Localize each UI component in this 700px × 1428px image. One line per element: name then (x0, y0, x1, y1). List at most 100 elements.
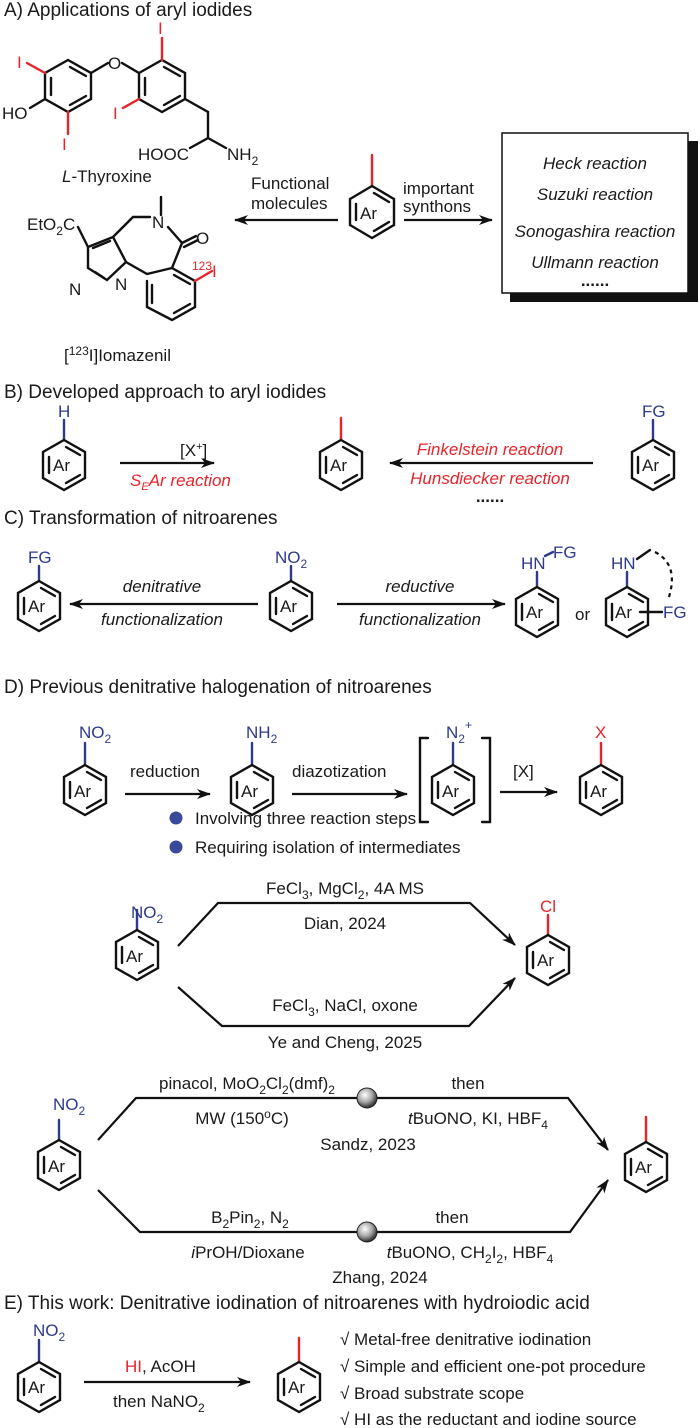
aryl-label: Ar (28, 597, 45, 616)
panel-b: B) Developed approach to aryl iodides H … (4, 382, 676, 506)
aryl-label: Ar (288, 1378, 305, 1397)
reduction-label: reduction (130, 762, 200, 781)
reagent-hi-acoh: HI, AcOH (125, 1357, 196, 1376)
arrow-label-important: important (403, 179, 474, 198)
fg-label: FG (642, 402, 666, 421)
fg-label: FG (663, 603, 687, 622)
aryl-chloride-ring: Cl Ar (525, 897, 571, 987)
zhang-then-label: then (435, 1208, 468, 1227)
sandz-step1-reagents: pinacol, MoO2Cl2(dmf)2 (159, 1074, 335, 1097)
nitro-label: NO2 (131, 903, 164, 926)
aryl-label: Ar (28, 1378, 45, 1397)
ye-cheng-citation: Ye and Cheng, 2025 (268, 1033, 422, 1052)
advantage-one-pot: √ Simple and efficient one-pot procedure (340, 1357, 646, 1376)
advantage-substrate-scope: √ Broad substrate scope (340, 1384, 524, 1403)
nitro-label: NO2 (275, 548, 308, 571)
halide-label: X (595, 723, 606, 742)
hunsdiecker-reaction: Hunsdiecker reaction (410, 469, 570, 488)
panel-a: A) Applications of aryl iodides I HO I O (2, 0, 698, 365)
ullmann-reaction: Ullmann reaction (531, 253, 659, 272)
functionalization-label: functionalization (359, 610, 481, 629)
imidazole-nitrogen-label: N (115, 275, 127, 294)
denitrative-label: denitrative (123, 577, 201, 596)
panel-b-header: B) Developed approach to aryl iodides (4, 382, 326, 403)
panel-e-header: E) This work: Denitrative iodination of … (4, 1293, 590, 1314)
one-pot-node (356, 1221, 378, 1243)
halide-reagent: [X] (513, 762, 534, 781)
aryl-label: Ar (126, 947, 143, 966)
aryl-halide-ring: X Ar (578, 723, 624, 817)
amine-label: NH2 (227, 145, 259, 168)
panel-e: E) This work: Denitrative iodination of … (4, 1293, 646, 1428)
iodine-123-label: I (212, 262, 217, 281)
nitro-label: NO2 (33, 1321, 66, 1344)
aryl-iodide-ring: Ar (623, 1115, 669, 1194)
more-methods-ellipsis: ...... (476, 487, 504, 506)
hydrogen-label: H (58, 402, 70, 421)
ye-cheng-route-arrow (177, 977, 516, 1028)
arrow-label-synthons: synthons (403, 197, 471, 216)
reductive-label: reductive (386, 577, 455, 596)
amine-label: HN (611, 554, 636, 573)
bullet-dot (169, 811, 183, 825)
thyroxine-name: L-Thyroxine (62, 167, 152, 186)
advantage-hi-source: √ HI as the reductant and iodine source (340, 1410, 637, 1428)
functionalized-arene-ring: FG Ar (630, 402, 676, 492)
amine-label: HN (521, 554, 546, 573)
panel-a-header: A) Applications of aryl iodides (4, 0, 252, 21)
electrophile-reagent: [X+] (180, 441, 207, 460)
reagent-nano2: then NaNO2 (113, 1392, 205, 1415)
n-functionalized-aniline-ring: HN FG Ar (514, 543, 577, 639)
nitroarene-ring: NO2 Ar (62, 723, 112, 817)
nitro-label: NO2 (79, 723, 112, 746)
ye-cheng-reagents: FeCl3, NaCl, oxone (272, 996, 418, 1019)
sandz-route-arrow (97, 1096, 609, 1151)
amide-nitrogen-label: N (152, 213, 164, 232)
more-reactions-ellipsis: ...... (581, 271, 609, 290)
reactions-box: Heck reaction Suzuki reaction Sonogashir… (501, 132, 698, 302)
panel-c: C) Transformation of nitroarenes FG Ar d… (4, 508, 687, 639)
fg-label: FG (28, 548, 52, 567)
finkelstein-reaction: Finkelstein reaction (417, 440, 563, 459)
diazotization-label: diazotization (292, 762, 387, 781)
arrow-label-molecules: molecules (251, 194, 328, 213)
aryl-label: Ar (615, 603, 632, 622)
aryl-label: Ar (590, 782, 607, 801)
panel-d: D) Previous denitrative halogenation of … (4, 677, 669, 1287)
aryl-label: Ar (48, 1157, 65, 1176)
panel-d-header: D) Previous denitrative halogenation of … (4, 677, 432, 698)
bullet-three-steps: Involving three reaction steps (195, 809, 416, 828)
aryl-label: Ar (74, 782, 91, 801)
cyclized-aniline-ring: HN Ar FG (604, 548, 687, 639)
aryl-iodide-ring: Ar (348, 153, 396, 240)
carboxyl-label: HOOC (138, 145, 189, 164)
aryl-iodide-ring: Ar (276, 1336, 322, 1414)
iodine-label: I (113, 104, 118, 123)
carbonyl-oxygen-label: O (196, 229, 209, 248)
advantage-metal-free: √ Metal-free denitrative iodination (340, 1330, 591, 1349)
dian-reagents: FeCl3, MgCl2, 4A MS (266, 879, 424, 902)
bullet-isolation: Requiring isolation of intermediates (195, 838, 461, 857)
iodine-label: I (62, 135, 67, 154)
iomazenil-structure: EtO2C N O N N 123 I (27, 195, 217, 322)
iodination-start-ring: NO2 Ar (36, 1095, 86, 1192)
aryl-label: Ar (537, 951, 554, 970)
seAr-reaction-label: SEAr reaction (130, 471, 231, 493)
imidazole-nitrogen-label: N (69, 280, 81, 299)
diazonium-ring: N2+ Ar (418, 718, 492, 824)
nitro-label: NO2 (53, 1095, 86, 1118)
zhang-citation: Zhang, 2024 (332, 1268, 427, 1287)
iodine-label: I (17, 53, 22, 72)
sandz-then-label: then (451, 1074, 484, 1093)
chlorination-start-ring: NO2 Ar (114, 903, 164, 982)
nitroarene-ring: NO2 Ar (16, 1321, 66, 1414)
diazonium-label: N2+ (446, 718, 472, 746)
heck-reaction: Heck reaction (543, 154, 647, 173)
iomazenil-name: [123I]Iomazenil (64, 344, 171, 365)
arene-ring: H Ar (41, 402, 87, 492)
one-pot-node (356, 1087, 378, 1109)
aryl-label: Ar (330, 456, 347, 475)
aryl-label: Ar (642, 456, 659, 475)
sonogashira-reaction: Sonogashira reaction (515, 222, 676, 241)
